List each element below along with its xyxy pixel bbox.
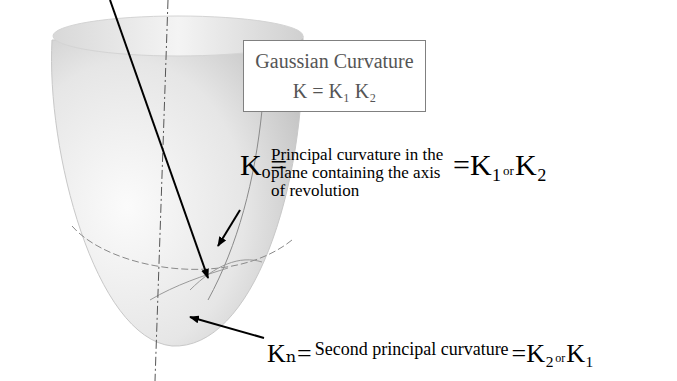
osculating-arc [190, 260, 262, 290]
pointer-arrow [110, 0, 208, 278]
conjunction-text: or [555, 352, 565, 364]
axis-of-revolution [155, 0, 168, 381]
symbol-label: K₁ [566, 341, 594, 367]
symbol-label: Kₙ= [267, 341, 312, 367]
symbol-label: =K₁ [453, 150, 502, 180]
leader-arrow [190, 317, 264, 338]
box-heading: Gaussian Curvature [254, 51, 415, 71]
leader-arrow [218, 210, 240, 246]
symbol-label: K₂ [515, 150, 547, 180]
formula-text: K = K₁ K₂ [254, 81, 415, 101]
formula-box: Gaussian Curvature K = K₁ K₂ [243, 40, 426, 112]
conjunction-text: or [503, 164, 514, 177]
osculating-arc [150, 268, 228, 300]
parallel-curve [72, 226, 292, 269]
symbol-label: =K₂ [512, 341, 555, 367]
definition-text: Principal curvature in the plane contain… [271, 146, 449, 200]
definition-text: Second principal curvature [315, 340, 509, 358]
